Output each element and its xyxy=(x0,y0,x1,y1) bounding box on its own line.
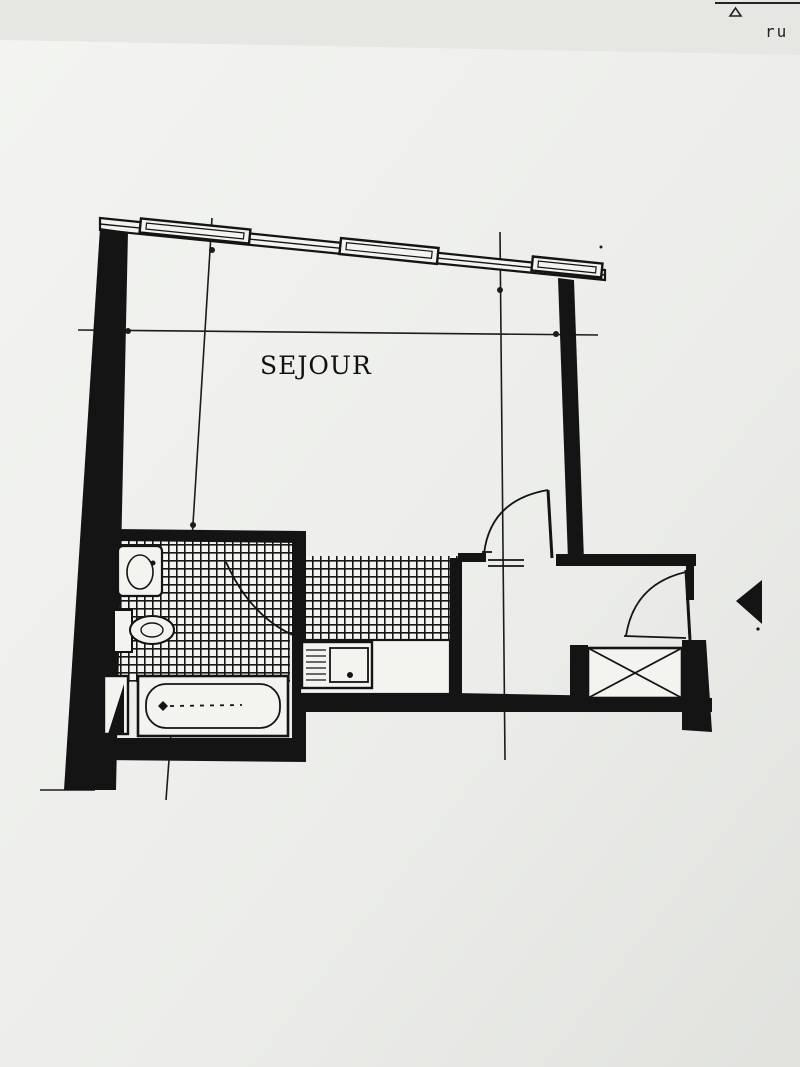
bathtub-icon xyxy=(136,674,290,738)
entrance-arrow-icon xyxy=(736,580,762,631)
bathroom-door-arc xyxy=(225,561,301,639)
sink-icon xyxy=(116,544,164,598)
window-strip xyxy=(98,216,607,282)
axis-dots xyxy=(125,245,603,528)
living-door xyxy=(482,489,554,567)
corner-text: ru xyxy=(765,22,788,41)
walls xyxy=(64,228,712,790)
kitchen-sink-icon xyxy=(300,640,374,690)
toilet-icon xyxy=(113,609,175,653)
room-label: SEJOUR xyxy=(260,351,372,380)
entrance-door xyxy=(623,569,692,641)
paper-sheet xyxy=(0,40,800,1067)
corner-header: ru xyxy=(715,2,800,41)
bathroom-cabinet xyxy=(102,674,130,736)
closet-icon xyxy=(586,646,684,700)
bathroom-tiles xyxy=(112,532,460,682)
triangle-icon xyxy=(728,6,743,17)
